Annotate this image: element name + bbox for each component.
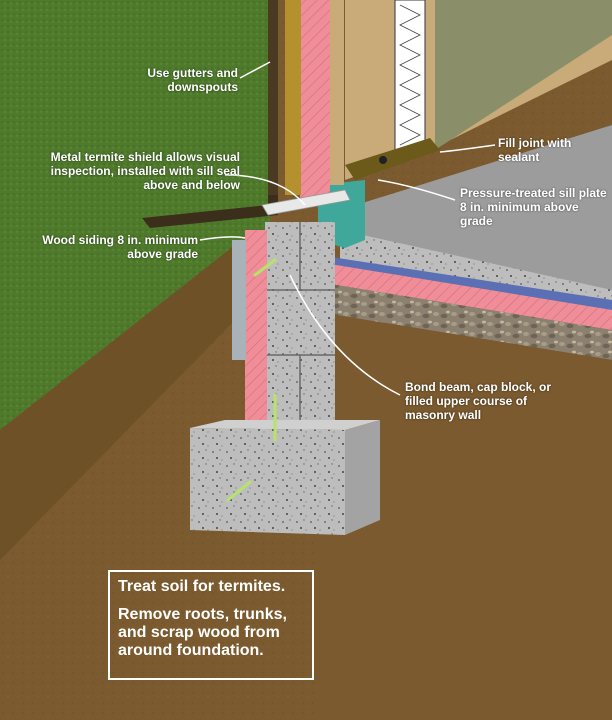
footing-top xyxy=(190,420,380,430)
footing-front xyxy=(190,428,345,535)
callout-fill-joint: Fill joint with sealant xyxy=(498,136,572,164)
grade-indicators xyxy=(226,258,277,502)
siding xyxy=(232,240,246,360)
wall-framing-inner xyxy=(330,0,344,185)
underslab-insulation xyxy=(318,262,612,330)
callout-wood-siding: Wood siding 8 in. minimum above grade xyxy=(42,233,198,261)
callout-bond-beam: Bond beam, cap block, or filled upper co… xyxy=(405,380,552,422)
drywall xyxy=(435,0,612,150)
wall-framing xyxy=(285,0,301,195)
grass-lawn xyxy=(0,0,270,430)
exterior-sheathing-strip xyxy=(300,0,330,200)
insulation-zigzag xyxy=(399,4,421,146)
termite-shield xyxy=(261,189,351,216)
callout-gutters: Use gutters and downspouts xyxy=(147,66,238,94)
exterior-insulation xyxy=(245,230,267,425)
anchor-bolt xyxy=(379,156,387,164)
sill-plate xyxy=(345,138,440,180)
gravel-layer xyxy=(318,282,612,360)
downspout xyxy=(268,0,278,205)
footing-side xyxy=(345,420,380,535)
leader-lines xyxy=(199,61,496,396)
callout-sill-plate: Pressure-treated sill plate 8 in. minimu… xyxy=(460,186,607,228)
vapor-barrier xyxy=(318,255,612,310)
note-line-2: Remove roots, trunks, and scrap wood fro… xyxy=(118,606,287,659)
block-joints xyxy=(265,222,335,427)
soil-treatment-note: Treat soil for termites. Remove roots, t… xyxy=(108,570,314,680)
subgrade-soil xyxy=(318,312,612,720)
note-line-1: Treat soil for termites. xyxy=(118,578,286,595)
soil-cut-face xyxy=(0,245,235,560)
downspout-elbow xyxy=(142,195,278,228)
callout-termite-shield: Metal termite shield allows visual inspe… xyxy=(50,150,240,192)
